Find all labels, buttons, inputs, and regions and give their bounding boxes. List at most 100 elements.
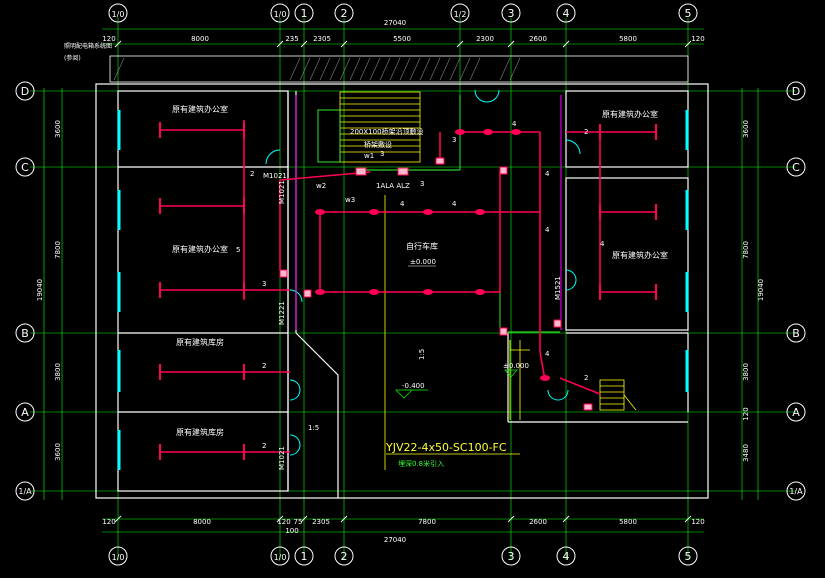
note-text: (参阅)	[64, 54, 81, 62]
axis-label-bottom: 4	[563, 550, 570, 563]
axis-label-bottom: 1/0	[112, 553, 125, 562]
bottom-dim-seg: 7800	[418, 518, 436, 526]
elevation-mark	[395, 389, 428, 399]
door-label: M1521	[554, 276, 562, 300]
circuit-num: 4	[512, 120, 517, 128]
top-dim-seg: 5800	[619, 35, 637, 43]
circuit-num: 2	[584, 374, 588, 382]
bottom-dim-sub: 100	[285, 527, 298, 535]
elevation-label: -0.400	[402, 382, 425, 390]
room-label: 原有建筑库房	[176, 337, 224, 347]
axis-label-top: 1/2	[454, 10, 467, 19]
roof-parapet	[109, 55, 689, 83]
circuit-num: 4	[545, 226, 550, 234]
note-text: 桥架敷设	[364, 140, 392, 149]
stair	[339, 91, 637, 470]
circuit-num: 2	[250, 170, 254, 178]
bottom-dim-seg: 75	[294, 518, 303, 526]
elevation-label: ±0.000	[503, 362, 529, 370]
axis-label-left: C	[21, 161, 29, 174]
grid-lines	[30, 18, 796, 560]
axis-label-top: 1	[301, 7, 308, 20]
left-dim-seg: 3600	[54, 443, 62, 461]
cable-spec: YJV22-4x50-SC100-FC	[385, 441, 507, 454]
doors	[265, 89, 581, 456]
room-label: 原有建筑办公室	[612, 250, 668, 260]
dimension-ticks	[114, 40, 692, 523]
axis-label-top: 4	[563, 7, 570, 20]
left-dim-seg: 3600	[54, 120, 62, 138]
circuit-num: 4	[545, 350, 550, 358]
axis-label-right: 1/A	[789, 487, 803, 496]
circuit-num: 4	[600, 240, 605, 248]
right-dim-seg: 3600	[742, 120, 750, 138]
axis-label-right: B	[792, 327, 800, 340]
axis-label-bottom: 3	[508, 550, 515, 563]
bottom-dim-seg: 5800	[619, 518, 637, 526]
left-dim-seg: 3800	[54, 363, 62, 381]
axis-label-left: B	[21, 327, 29, 340]
left-dim-overall: 19040	[36, 279, 44, 301]
slope-label: 1:5	[418, 349, 426, 360]
room-label: 原有建筑办公室	[172, 244, 228, 254]
circuit-num: 3	[452, 136, 456, 144]
axis-label-right: C	[792, 161, 800, 174]
wire-label: w2	[316, 182, 326, 190]
panel-label: 1ALA ALZ	[376, 182, 410, 190]
bottom-dim-seg: 2600	[529, 518, 547, 526]
axis-label-top: 1/0	[274, 10, 287, 19]
axis-label-top: 5	[685, 7, 692, 20]
top-dim-seg: 8000	[191, 35, 209, 43]
circuit-num: 2	[262, 362, 266, 370]
fixtures	[159, 122, 657, 460]
circuit-num: 4	[400, 200, 405, 208]
top-dim-seg: 120	[102, 35, 115, 43]
axis-label-top: 2	[341, 7, 348, 20]
wire-label: w1	[364, 152, 374, 160]
panel-boxes	[279, 157, 593, 411]
circuit-num: 3	[380, 150, 384, 158]
dimension-lines	[43, 28, 759, 533]
circuit-num: 2	[262, 442, 266, 450]
room-label: 原有建筑办公室	[602, 109, 658, 119]
right-dim-seg: 120	[742, 407, 750, 420]
axis-label-bottom: 5	[685, 550, 692, 563]
axis-label-top: 3	[508, 7, 515, 20]
door-label: M1221	[278, 301, 286, 325]
slope-label: 1:5	[308, 424, 319, 432]
circuit-num: 3	[262, 280, 266, 288]
circuit-num: 5	[236, 246, 240, 254]
right-dim-seg: 3800	[742, 363, 750, 381]
cable-note: 埋深0.8米引入	[398, 459, 444, 468]
parapet-hatch	[113, 57, 521, 81]
top-dim-seg: 235	[285, 35, 298, 43]
axis-label-bottom: 1/0	[274, 553, 287, 562]
room-label: 原有建筑库房	[176, 427, 224, 437]
room-label: 自行车库	[406, 241, 438, 251]
purple-lines	[295, 95, 562, 330]
top-dim-seg: 2300	[476, 35, 494, 43]
elevation-mark	[504, 369, 518, 378]
axis-label-left: D	[21, 85, 29, 98]
top-dim-seg: 2600	[529, 35, 547, 43]
elevation-label: ±0.000	[410, 258, 436, 266]
axis-label-right: D	[792, 85, 800, 98]
lighting-circuits	[160, 120, 656, 453]
note-text: 200X100桥架沿顶敷设	[350, 127, 424, 136]
right-dim-seg: 3480	[742, 444, 750, 462]
bottom-dim-seg: 120	[102, 518, 115, 526]
bottom-dim-overall: 27040	[384, 536, 406, 544]
top-dim-seg: 2305	[313, 35, 331, 43]
circuit-num: 4	[452, 200, 457, 208]
axis-bubbles	[15, 3, 806, 566]
ceiling-lamps	[315, 129, 550, 381]
circuit-num: 2	[584, 128, 588, 136]
axis-label-bottom: 2	[341, 550, 348, 563]
left-dim-seg: 7800	[54, 241, 62, 259]
door-label: M1021	[278, 446, 286, 470]
note-text: 照明配电箱系统图	[64, 42, 112, 50]
axis-label-bottom: 1	[301, 550, 308, 563]
right-dim-overall: 19040	[757, 279, 765, 301]
top-dim-overall: 27040	[384, 19, 406, 27]
